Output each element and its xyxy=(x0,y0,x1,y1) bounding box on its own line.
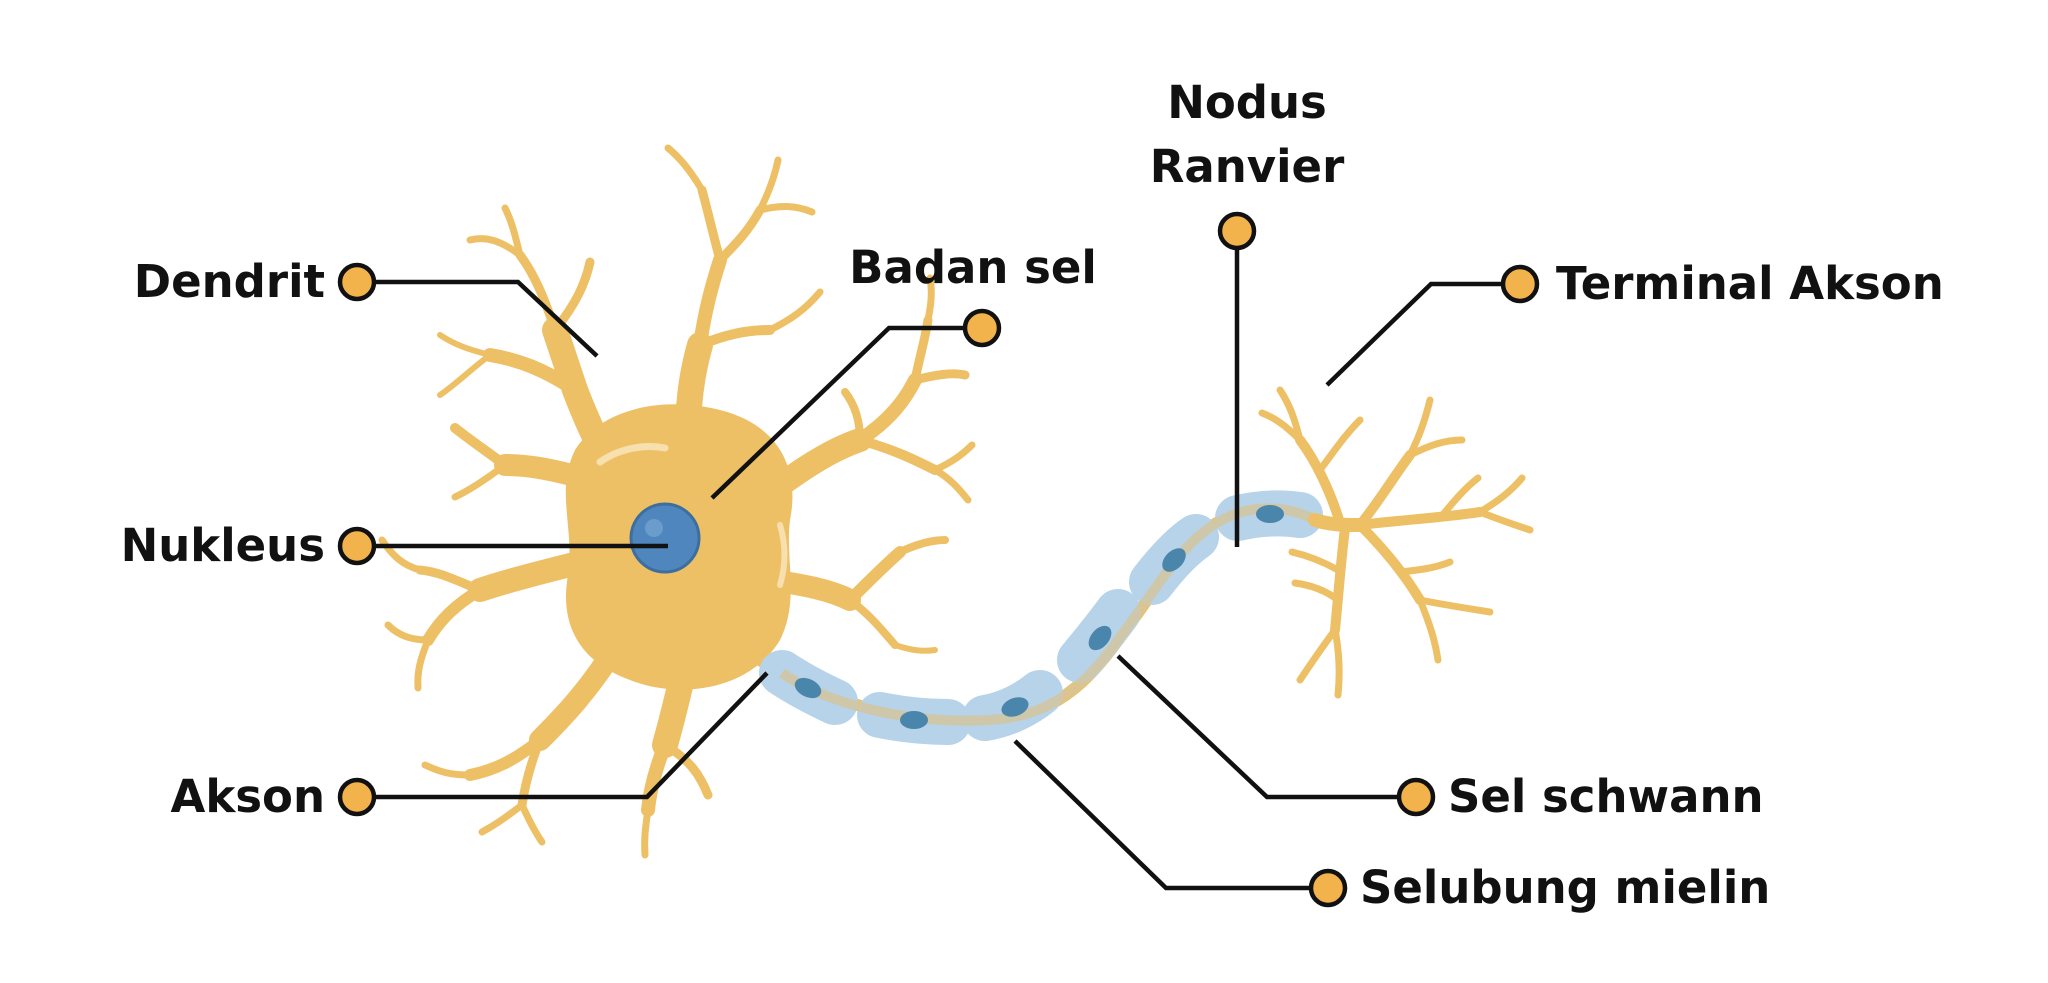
axon-terminal xyxy=(1258,386,1534,699)
schwann-nucleus xyxy=(1001,697,1029,717)
selubung-mielin-marker xyxy=(1308,868,1348,908)
label-selubung-mielin: Selubung mielin xyxy=(1360,861,1770,914)
schwann-nucleus xyxy=(900,711,928,729)
leader-lines xyxy=(357,231,1520,891)
terminal-akson-leader xyxy=(1325,281,1520,387)
nucleus xyxy=(629,502,701,574)
dendrit-leader xyxy=(357,279,599,358)
label-akson: Akson xyxy=(171,770,326,823)
schwann-nucleus xyxy=(1088,625,1112,651)
marker-dots xyxy=(337,211,1540,908)
nukleus-marker xyxy=(337,526,377,566)
sel-schwann-marker xyxy=(1396,777,1436,817)
label-nukleus: Nukleus xyxy=(121,519,325,572)
selubung-mielin-leader xyxy=(1013,739,1328,891)
axon xyxy=(756,490,1323,745)
schwann-nucleus xyxy=(1162,548,1186,572)
labels: Dendrit Nukleus Akson Badan sel Nodus Ra… xyxy=(121,76,1944,914)
akson-marker xyxy=(337,777,377,817)
nucleus-highlight xyxy=(645,519,663,537)
label-nodus-line1: Nodus xyxy=(1167,76,1327,129)
label-dendrit: Dendrit xyxy=(134,255,325,308)
schwann-nuclei xyxy=(794,505,1284,729)
akson-leader xyxy=(357,671,769,800)
label-nodus-line2: Ranvier xyxy=(1150,140,1345,193)
label-badan-sel: Badan sel xyxy=(849,241,1097,294)
label-sel-schwann: Sel schwann xyxy=(1448,770,1764,823)
schwann-nucleus xyxy=(794,677,822,699)
terminal-akson-marker xyxy=(1500,264,1540,304)
badan-sel-marker xyxy=(962,308,1002,348)
myelin-sheath xyxy=(759,490,1323,745)
neuron-illustration xyxy=(378,144,976,859)
sel-schwann-leader xyxy=(1116,654,1416,800)
schwann-nucleus xyxy=(1256,505,1284,523)
badan-sel-leader xyxy=(710,325,982,500)
nodus-ranvier-marker xyxy=(1217,211,1257,251)
label-terminal-akson: Terminal Akson xyxy=(1556,257,1944,310)
dendrit-marker xyxy=(337,262,377,302)
